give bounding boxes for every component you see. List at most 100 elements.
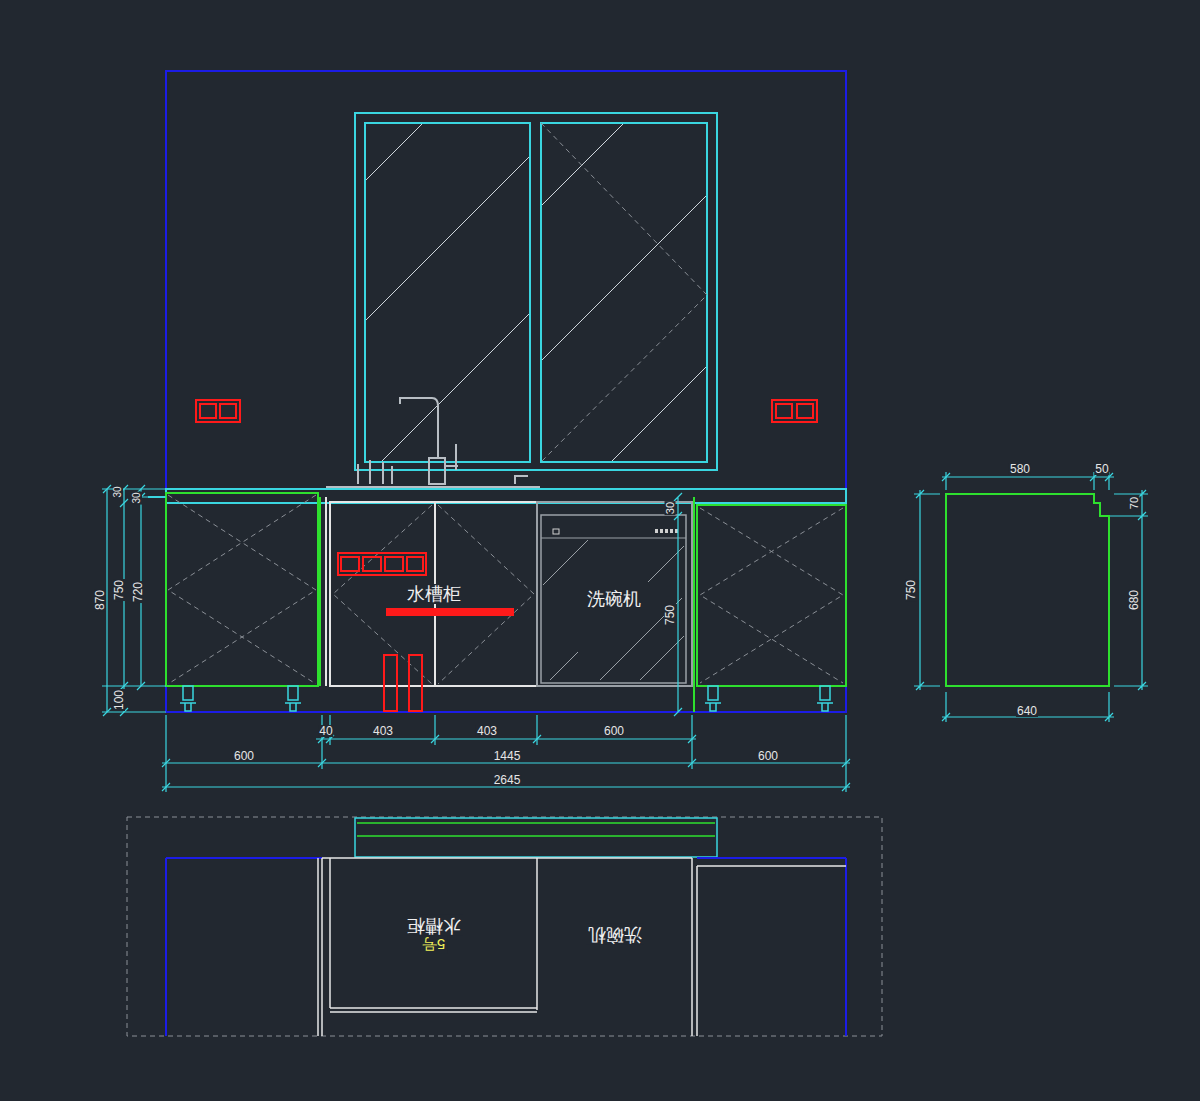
hatch-line bbox=[543, 540, 588, 585]
window-sill-line bbox=[357, 823, 715, 836]
side-panel bbox=[325, 497, 327, 686]
faucet bbox=[326, 398, 540, 487]
dimension-text: 640 bbox=[1016, 705, 1038, 717]
component-label: 水槽柜 bbox=[405, 584, 463, 605]
dimension-tick bbox=[103, 485, 145, 716]
appliance-label-box: 洗碗机 bbox=[541, 515, 686, 683]
door-opening-mark bbox=[168, 495, 316, 684]
dimension-text: 403 bbox=[476, 725, 498, 737]
glass-hatch bbox=[366, 124, 706, 461]
control-button bbox=[553, 529, 559, 534]
pipe-symbol bbox=[384, 655, 397, 711]
door-opening-mark bbox=[700, 508, 843, 683]
dimension-lines bbox=[102, 472, 1148, 792]
component-label: 洗碗机 bbox=[586, 924, 644, 945]
dimension-text: 30 bbox=[132, 491, 142, 504]
side-panel bbox=[693, 497, 695, 712]
dimension-text: 750 bbox=[113, 579, 125, 601]
dimension-text: 100 bbox=[113, 689, 125, 711]
dishwasher-hatch bbox=[543, 540, 684, 680]
control-buttons bbox=[655, 529, 680, 533]
water-pipe-bar bbox=[386, 608, 514, 616]
cabinet-legs bbox=[180, 686, 833, 711]
window-sill bbox=[355, 818, 717, 857]
component-label: 5号 bbox=[420, 936, 447, 953]
plan-view bbox=[166, 818, 846, 1036]
hatch-line bbox=[550, 652, 578, 680]
dimension-text: 600 bbox=[233, 750, 255, 762]
dimension-text: 870 bbox=[94, 589, 106, 611]
hatch-line bbox=[542, 196, 706, 360]
leg bbox=[180, 686, 196, 711]
socket-symbol bbox=[196, 400, 240, 422]
hatch-line bbox=[366, 124, 422, 180]
dimension-text: 680 bbox=[1128, 589, 1140, 611]
sink-cabinet-outline bbox=[330, 502, 537, 686]
dimension-text: 750 bbox=[905, 579, 917, 601]
wall-outline bbox=[166, 71, 846, 712]
dimension-text: 40 bbox=[318, 725, 333, 737]
side-panel bbox=[319, 497, 321, 686]
socket-symbol bbox=[385, 557, 403, 571]
component-label: 水槽柜 bbox=[405, 915, 463, 936]
dimension-text: 750 bbox=[664, 604, 676, 626]
sockets bbox=[196, 400, 817, 711]
leg bbox=[285, 686, 301, 711]
dimension-text: 403 bbox=[372, 725, 394, 737]
faucet-body bbox=[429, 458, 445, 484]
socket-symbol bbox=[797, 404, 813, 418]
window-pane bbox=[541, 123, 707, 462]
socket-symbol bbox=[200, 404, 216, 418]
socket-symbol bbox=[220, 404, 236, 418]
leg bbox=[705, 686, 721, 711]
window bbox=[355, 113, 717, 470]
dimension-line bbox=[1104, 490, 1148, 690]
pipe-symbol bbox=[409, 655, 422, 711]
dimension-text: 720 bbox=[132, 581, 144, 603]
dimension-text: 30 bbox=[113, 485, 123, 498]
wall-line bbox=[166, 858, 846, 1036]
socket-symbol bbox=[363, 557, 381, 571]
dimension-text: 30 bbox=[665, 501, 676, 515]
cabinet-label-box: 水槽柜 bbox=[330, 502, 537, 686]
extension-line bbox=[102, 489, 166, 712]
extension-line bbox=[166, 715, 846, 792]
leg bbox=[817, 686, 833, 711]
hatch-line bbox=[366, 157, 529, 320]
soap-dispenser bbox=[515, 476, 528, 484]
window-opening-mark bbox=[541, 123, 707, 462]
dimension-text: 600 bbox=[603, 725, 625, 737]
dishwasher-outline bbox=[537, 502, 692, 686]
hatch-line bbox=[382, 314, 529, 461]
plan-boundary bbox=[127, 817, 882, 1036]
cabinet-plan-line bbox=[318, 858, 846, 1036]
appliance-plan-box: 洗碗机 bbox=[537, 860, 692, 1008]
window-pane bbox=[365, 123, 530, 462]
dimension-text: 70 bbox=[1129, 496, 1140, 510]
socket-symbol bbox=[772, 400, 817, 422]
base-cabinet bbox=[166, 493, 318, 686]
control-strip bbox=[541, 538, 686, 539]
window-frame bbox=[355, 113, 717, 470]
dimension-text: 580 bbox=[1009, 463, 1031, 475]
cabinet-section bbox=[946, 494, 1109, 686]
dimension-text: 50 bbox=[1094, 463, 1109, 475]
dimension-text: 2645 bbox=[493, 774, 522, 786]
dimension-line bbox=[162, 739, 850, 787]
sink-rim bbox=[326, 486, 540, 488]
cabinet-plan-box: 水槽柜5号 bbox=[330, 860, 537, 1008]
dimension-tick bbox=[162, 735, 850, 791]
faucet-handle bbox=[455, 444, 457, 470]
dishwasher-door bbox=[541, 515, 686, 683]
sink-accessory bbox=[358, 460, 392, 484]
faucet-spout bbox=[400, 398, 438, 458]
dimension-line bbox=[942, 692, 1114, 722]
hatch-line bbox=[600, 598, 682, 680]
dimension-line bbox=[914, 490, 940, 690]
door-opening-mark bbox=[333, 505, 534, 684]
countertop bbox=[166, 489, 846, 503]
component-label: 洗碗机 bbox=[585, 589, 643, 610]
socket-symbol bbox=[776, 404, 792, 418]
base-cabinet bbox=[697, 505, 846, 686]
